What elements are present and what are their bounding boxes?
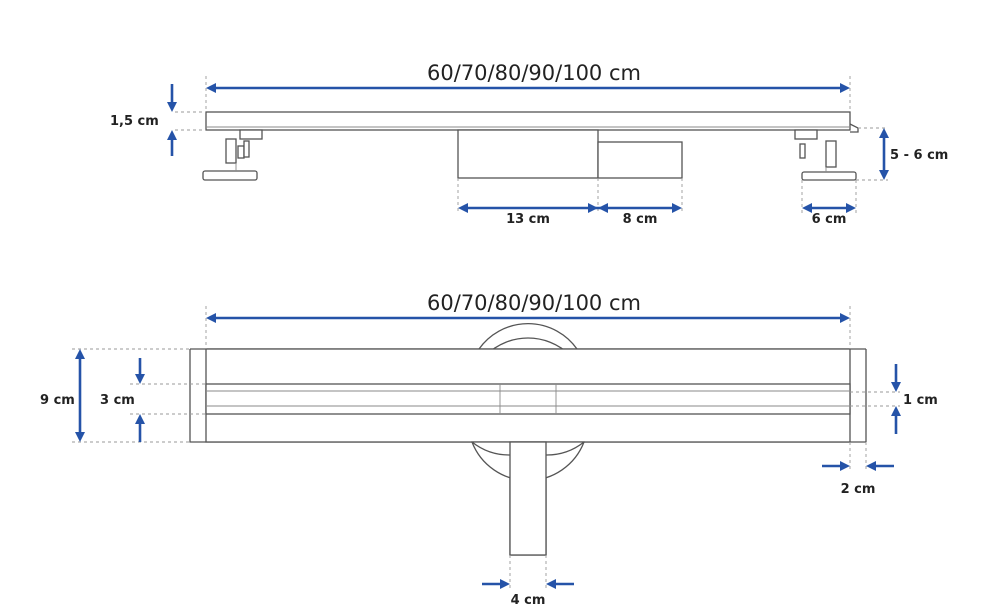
side-left-foot: [202, 129, 263, 181]
side-height-label: 1,5 cm: [110, 114, 159, 129]
top-channel-width-label: 3 cm: [100, 393, 135, 408]
top-overall-width-label: 9 cm: [40, 393, 75, 408]
side-profile-end-lip: [849, 123, 859, 133]
top-view: 60/70/80/90/100 cm 9 cm 3 cm 1 cm 2 cm 4…: [40, 291, 938, 608]
top-pipe-diameter-label: 4 cm: [511, 593, 546, 608]
side-drain-box: [457, 129, 599, 179]
top-length-label: 60/70/80/90/100 cm: [427, 291, 641, 315]
top-outlet-pipe-front: [509, 441, 547, 556]
side-box-width-label: 13 cm: [506, 212, 550, 227]
side-outlet-width-label: 8 cm: [623, 212, 658, 227]
side-right-foot: [794, 129, 857, 181]
top-grate-slot: [205, 383, 851, 415]
side-view: 60/70/80/90/100 cm 1,5 cm 13 cm 8 cm 6 c…: [110, 61, 948, 227]
top-grate-width-label: 1 cm: [903, 393, 938, 408]
side-adjust-height-label: 5 - 6 cm: [890, 148, 948, 163]
side-foot-width-label: 6 cm: [812, 212, 847, 227]
top-edge-offset-label: 2 cm: [841, 482, 876, 497]
side-length-label: 60/70/80/90/100 cm: [427, 61, 641, 85]
side-outlet-box: [597, 141, 683, 179]
top-drain-circle-top-arc: [478, 322, 578, 350]
